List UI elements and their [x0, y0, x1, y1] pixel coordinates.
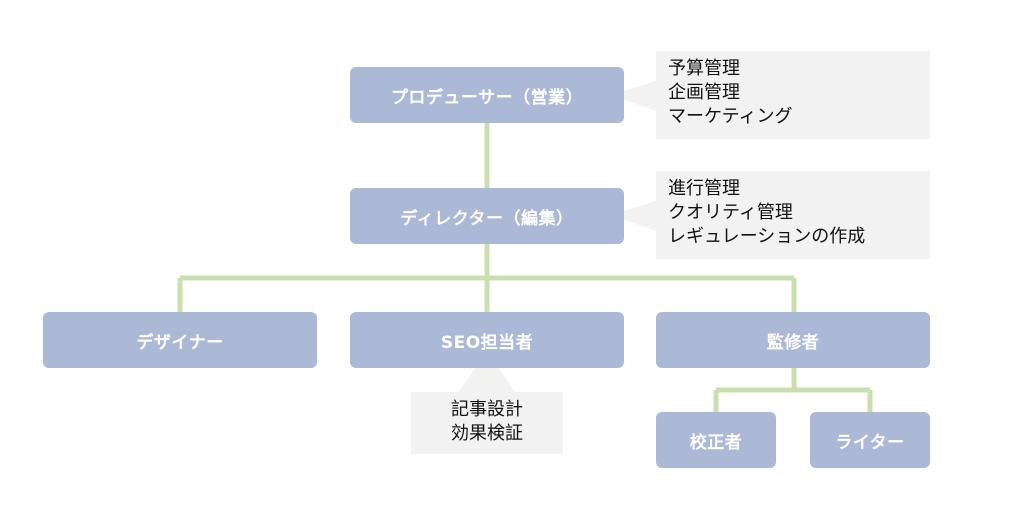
- node-proofreader-label: 校正者: [689, 432, 743, 453]
- node-producer: プロデューサー（営業）: [350, 67, 624, 123]
- callout-pointer-producer: [611, 81, 656, 111]
- node-designer: デザイナー: [43, 312, 317, 368]
- node-designer-label: デザイナー: [136, 332, 224, 353]
- note-producer-line: 企画管理: [668, 82, 740, 103]
- note-seo-line: 記事設計: [451, 399, 523, 420]
- note-seo-line: 効果検証: [451, 423, 523, 444]
- callout-pointer-director: [611, 201, 656, 231]
- node-seo: SEO担当者: [350, 312, 624, 368]
- node-director-label: ディレクター（編集）: [400, 208, 574, 229]
- note-director: 進行管理 クオリティ管理 レギュレーションの作成: [656, 171, 930, 259]
- note-director-line: レギュレーションの作成: [668, 226, 866, 247]
- node-writer-label: ライター: [835, 432, 905, 453]
- node-producer-label: プロデューサー（営業）: [390, 87, 584, 108]
- note-producer: 予算管理 企画管理 マーケティング: [656, 51, 930, 139]
- note-producer-line: 予算管理: [668, 58, 740, 79]
- node-director: ディレクター（編集）: [350, 188, 624, 244]
- node-seo-label: SEO担当者: [440, 332, 534, 353]
- node-supervisor-label: 監修者: [766, 332, 820, 353]
- note-seo: 記事設計 効果検証: [411, 392, 563, 454]
- note-producer-line: マーケティング: [668, 106, 793, 127]
- node-proofreader: 校正者: [656, 412, 776, 468]
- callout-pointer-seo: [459, 351, 515, 392]
- node-writer: ライター: [810, 412, 930, 468]
- node-supervisor: 監修者: [656, 312, 930, 368]
- note-director-line: クオリティ管理: [668, 202, 793, 223]
- note-director-line: 進行管理: [668, 178, 740, 199]
